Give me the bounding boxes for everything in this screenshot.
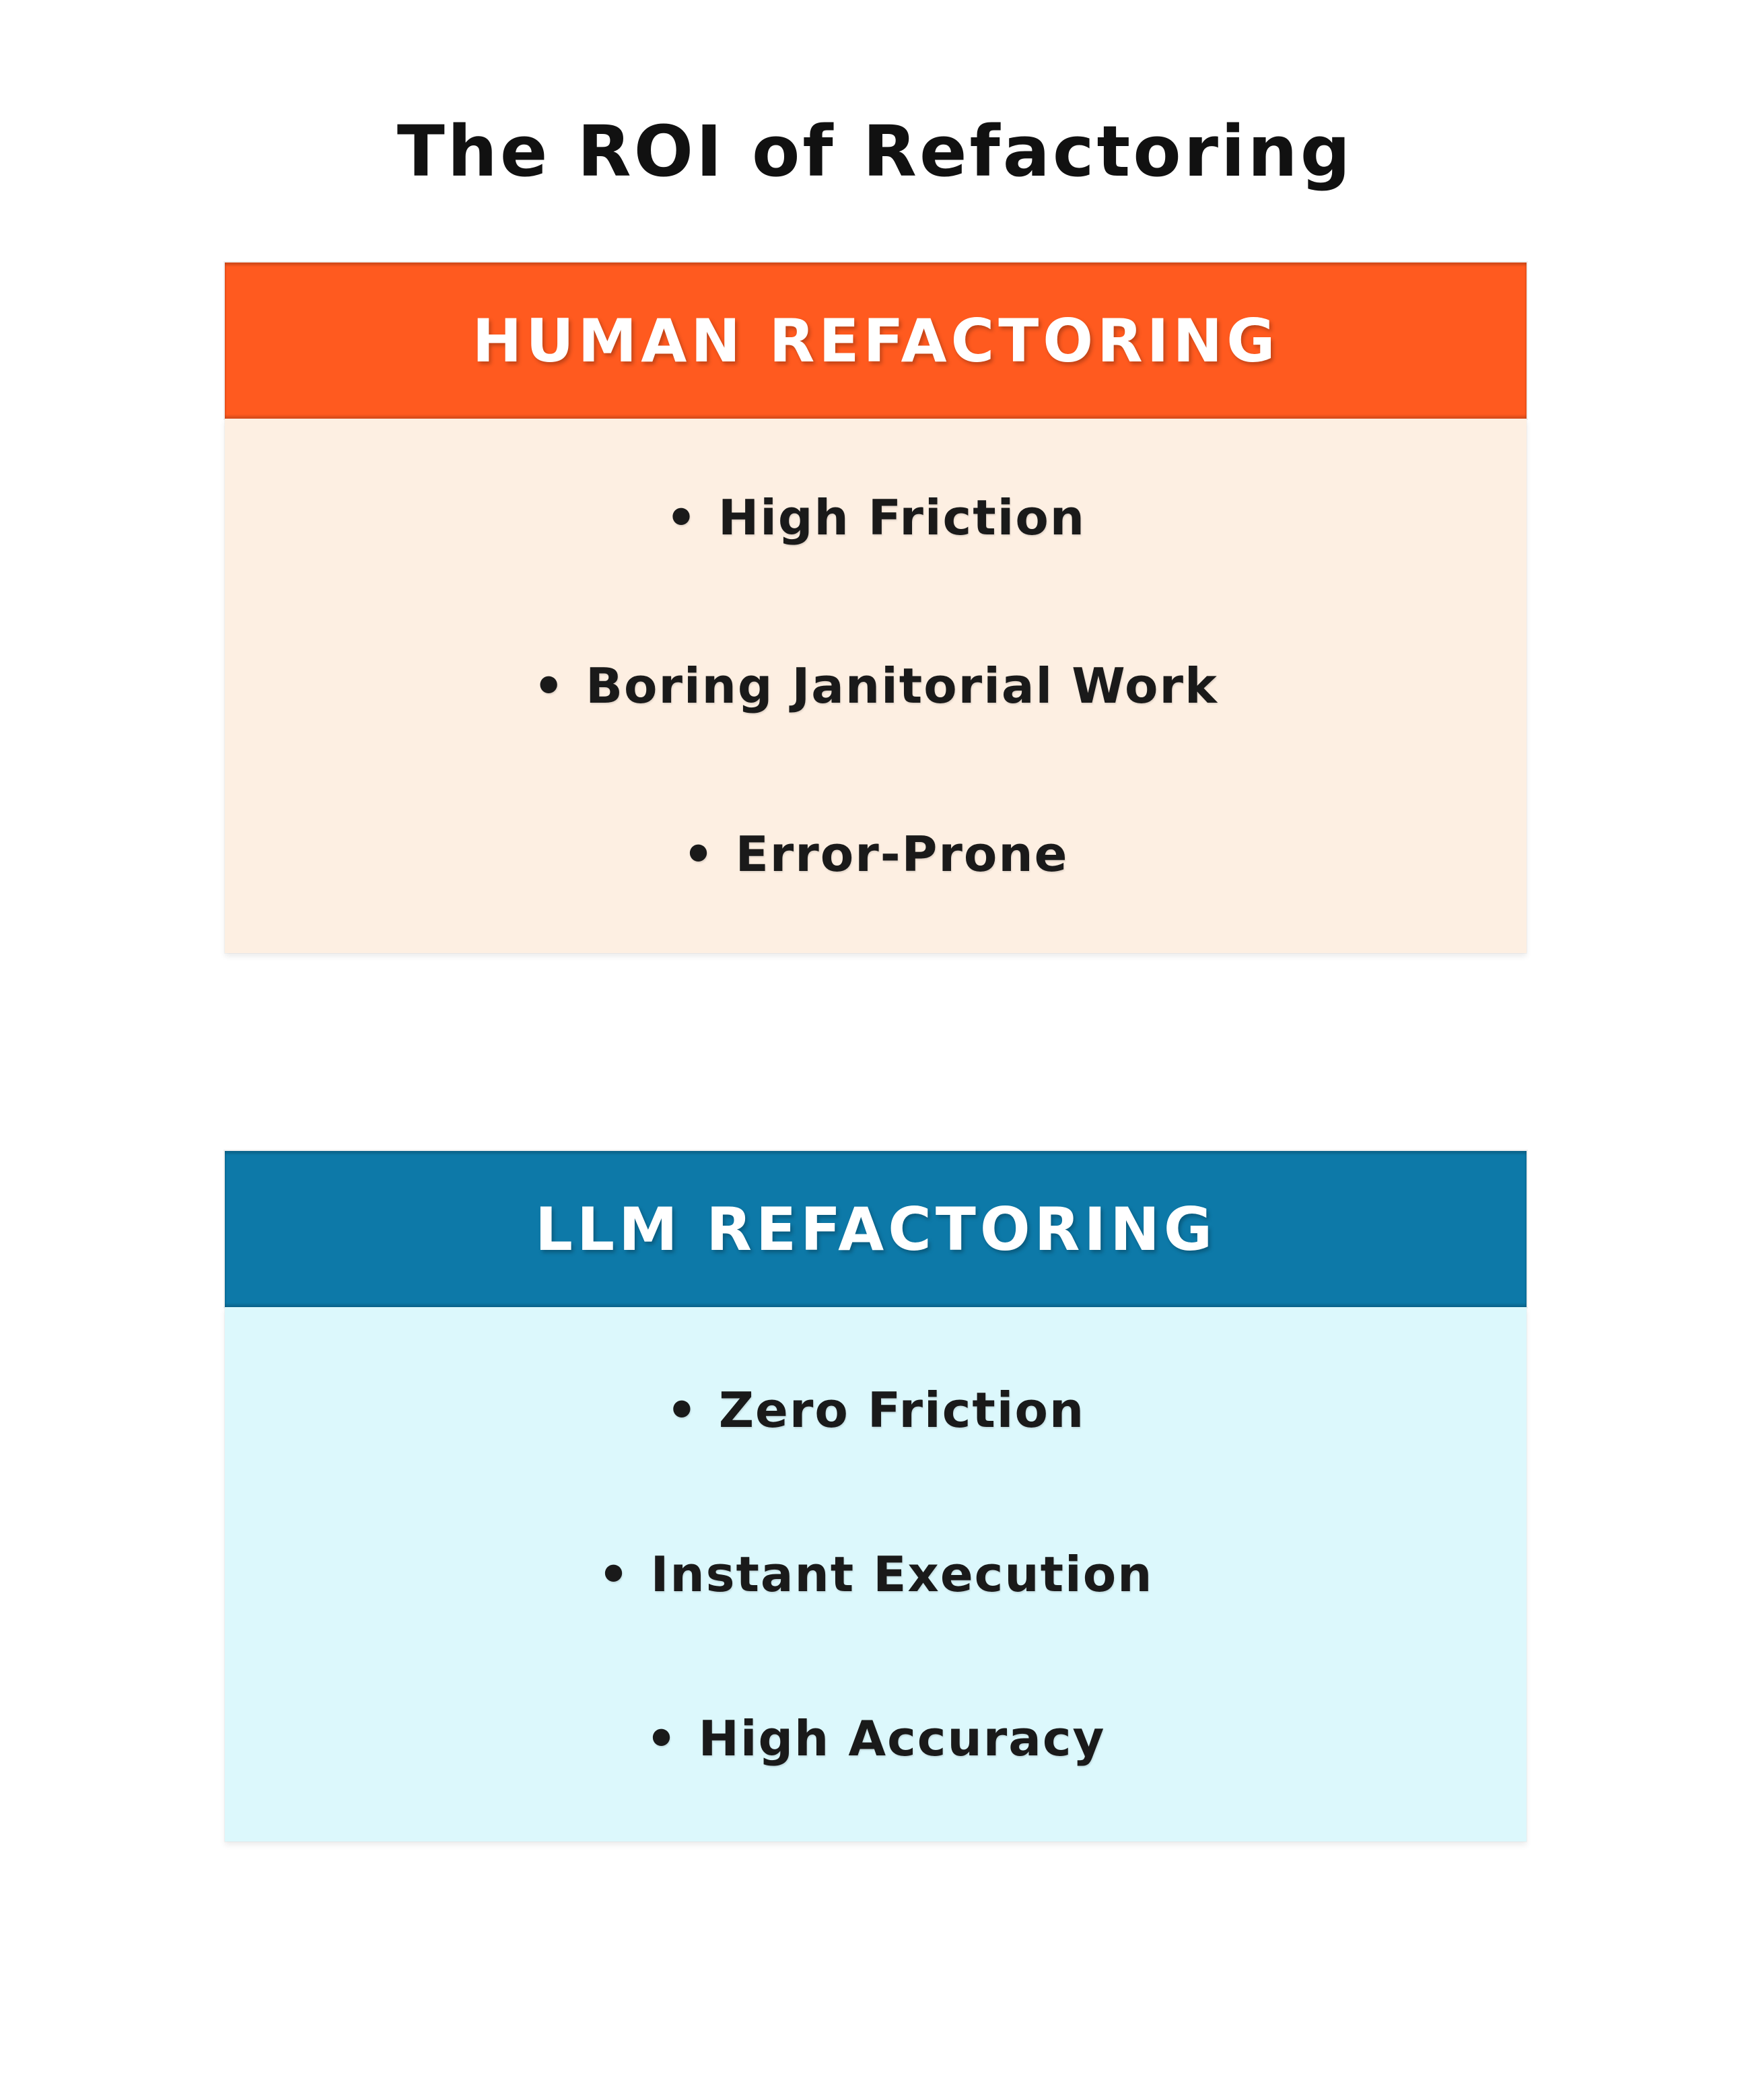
human-refactoring-body: • High Friction • Boring Janitorial Work… — [225, 419, 1527, 953]
list-item: • High Accuracy — [646, 1714, 1106, 1763]
bullet-icon: • — [666, 1382, 699, 1438]
list-item: • Zero Friction — [666, 1386, 1085, 1434]
bullet-icon: • — [533, 658, 566, 714]
bullet-icon: • — [645, 1710, 678, 1767]
list-item-label: High Friction — [718, 489, 1086, 546]
list-item: • Instant Execution — [598, 1550, 1154, 1599]
list-item-label: Instant Execution — [650, 1546, 1154, 1603]
llm-refactoring-header: LLM REFACTORING — [225, 1151, 1527, 1307]
list-item: • Boring Janitorial Work — [533, 662, 1218, 710]
human-refactoring-header: HUMAN REFACTORING — [225, 262, 1527, 419]
bullet-icon: • — [682, 826, 715, 882]
llm-refactoring-body: • Zero Friction • Instant Execution • Hi… — [225, 1307, 1527, 1842]
list-item-label: High Accuracy — [698, 1710, 1106, 1767]
list-item: • High Friction — [666, 493, 1086, 542]
page-title: The ROI of Refactoring — [396, 110, 1354, 193]
bullet-icon: • — [665, 489, 698, 546]
list-item-label: Boring Janitorial Work — [586, 658, 1218, 714]
list-item-label: Zero Friction — [718, 1382, 1086, 1438]
list-item: • Error-Prone — [683, 830, 1069, 878]
bullet-icon: • — [598, 1546, 631, 1603]
list-item-label: Error-Prone — [735, 826, 1069, 882]
